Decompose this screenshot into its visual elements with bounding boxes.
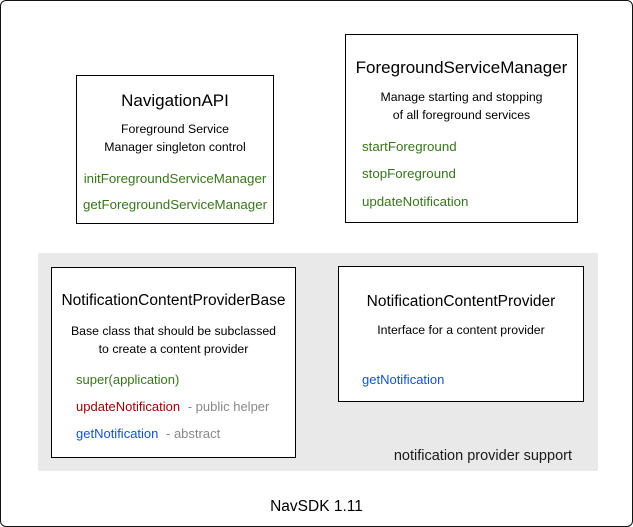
foreground-service-manager-title: ForegroundServiceManager <box>355 58 568 77</box>
notification-content-provider-description: Interface for a content provider <box>377 323 545 337</box>
method-get-foreground-service-manager: getForegroundServiceManager <box>82 197 268 212</box>
method-start-foreground: startForeground <box>362 139 457 154</box>
method-get-notification-annotation: - abstract <box>166 426 221 441</box>
method-update-notification-helper: updateNotification - public helper <box>76 399 269 415</box>
method-update-notification-annotation: - public helper <box>187 399 270 414</box>
notification-content-provider-base-description: Base class that should be subclassed to … <box>70 324 277 356</box>
method-stop-foreground: stopForeground <box>362 166 456 181</box>
method-get-notification-label: getNotification <box>76 426 159 441</box>
method-get-notification-abstract: getNotification - abstract <box>76 426 220 442</box>
sdk-version-label: NavSDK 1.11 <box>270 498 363 515</box>
method-update-notification: updateNotification <box>362 194 469 209</box>
method-update-notification-label: updateNotification <box>76 399 181 414</box>
method-init-foreground-service-manager: initForegroundServiceManager <box>83 171 267 186</box>
navigation-api-title: NavigationAPI <box>121 91 229 110</box>
region-label: notification provider support <box>393 448 572 464</box>
method-super-application: super(application) <box>76 372 179 388</box>
class-box-navigation-api: NavigationAPI Foreground Service Manager… <box>76 75 274 224</box>
notification-content-provider-title: NotificationContentProvider <box>366 293 556 310</box>
class-box-notification-content-provider: NotificationContentProvider Interface fo… <box>338 266 584 402</box>
method-get-notification-interface: getNotification <box>362 372 445 387</box>
foreground-service-manager-description: Manage starting and stopping of all fore… <box>380 90 543 122</box>
notification-content-provider-base-title: NotificationContentProviderBase <box>61 292 286 309</box>
class-box-notification-content-provider-base: NotificationContentProviderBase Base cla… <box>51 267 296 458</box>
navigation-api-description: Foreground Service Manager singleton con… <box>104 122 246 154</box>
method-super-application-label: super(application) <box>76 372 180 387</box>
class-box-foreground-service-manager: ForegroundServiceManager Manage starting… <box>345 34 578 223</box>
